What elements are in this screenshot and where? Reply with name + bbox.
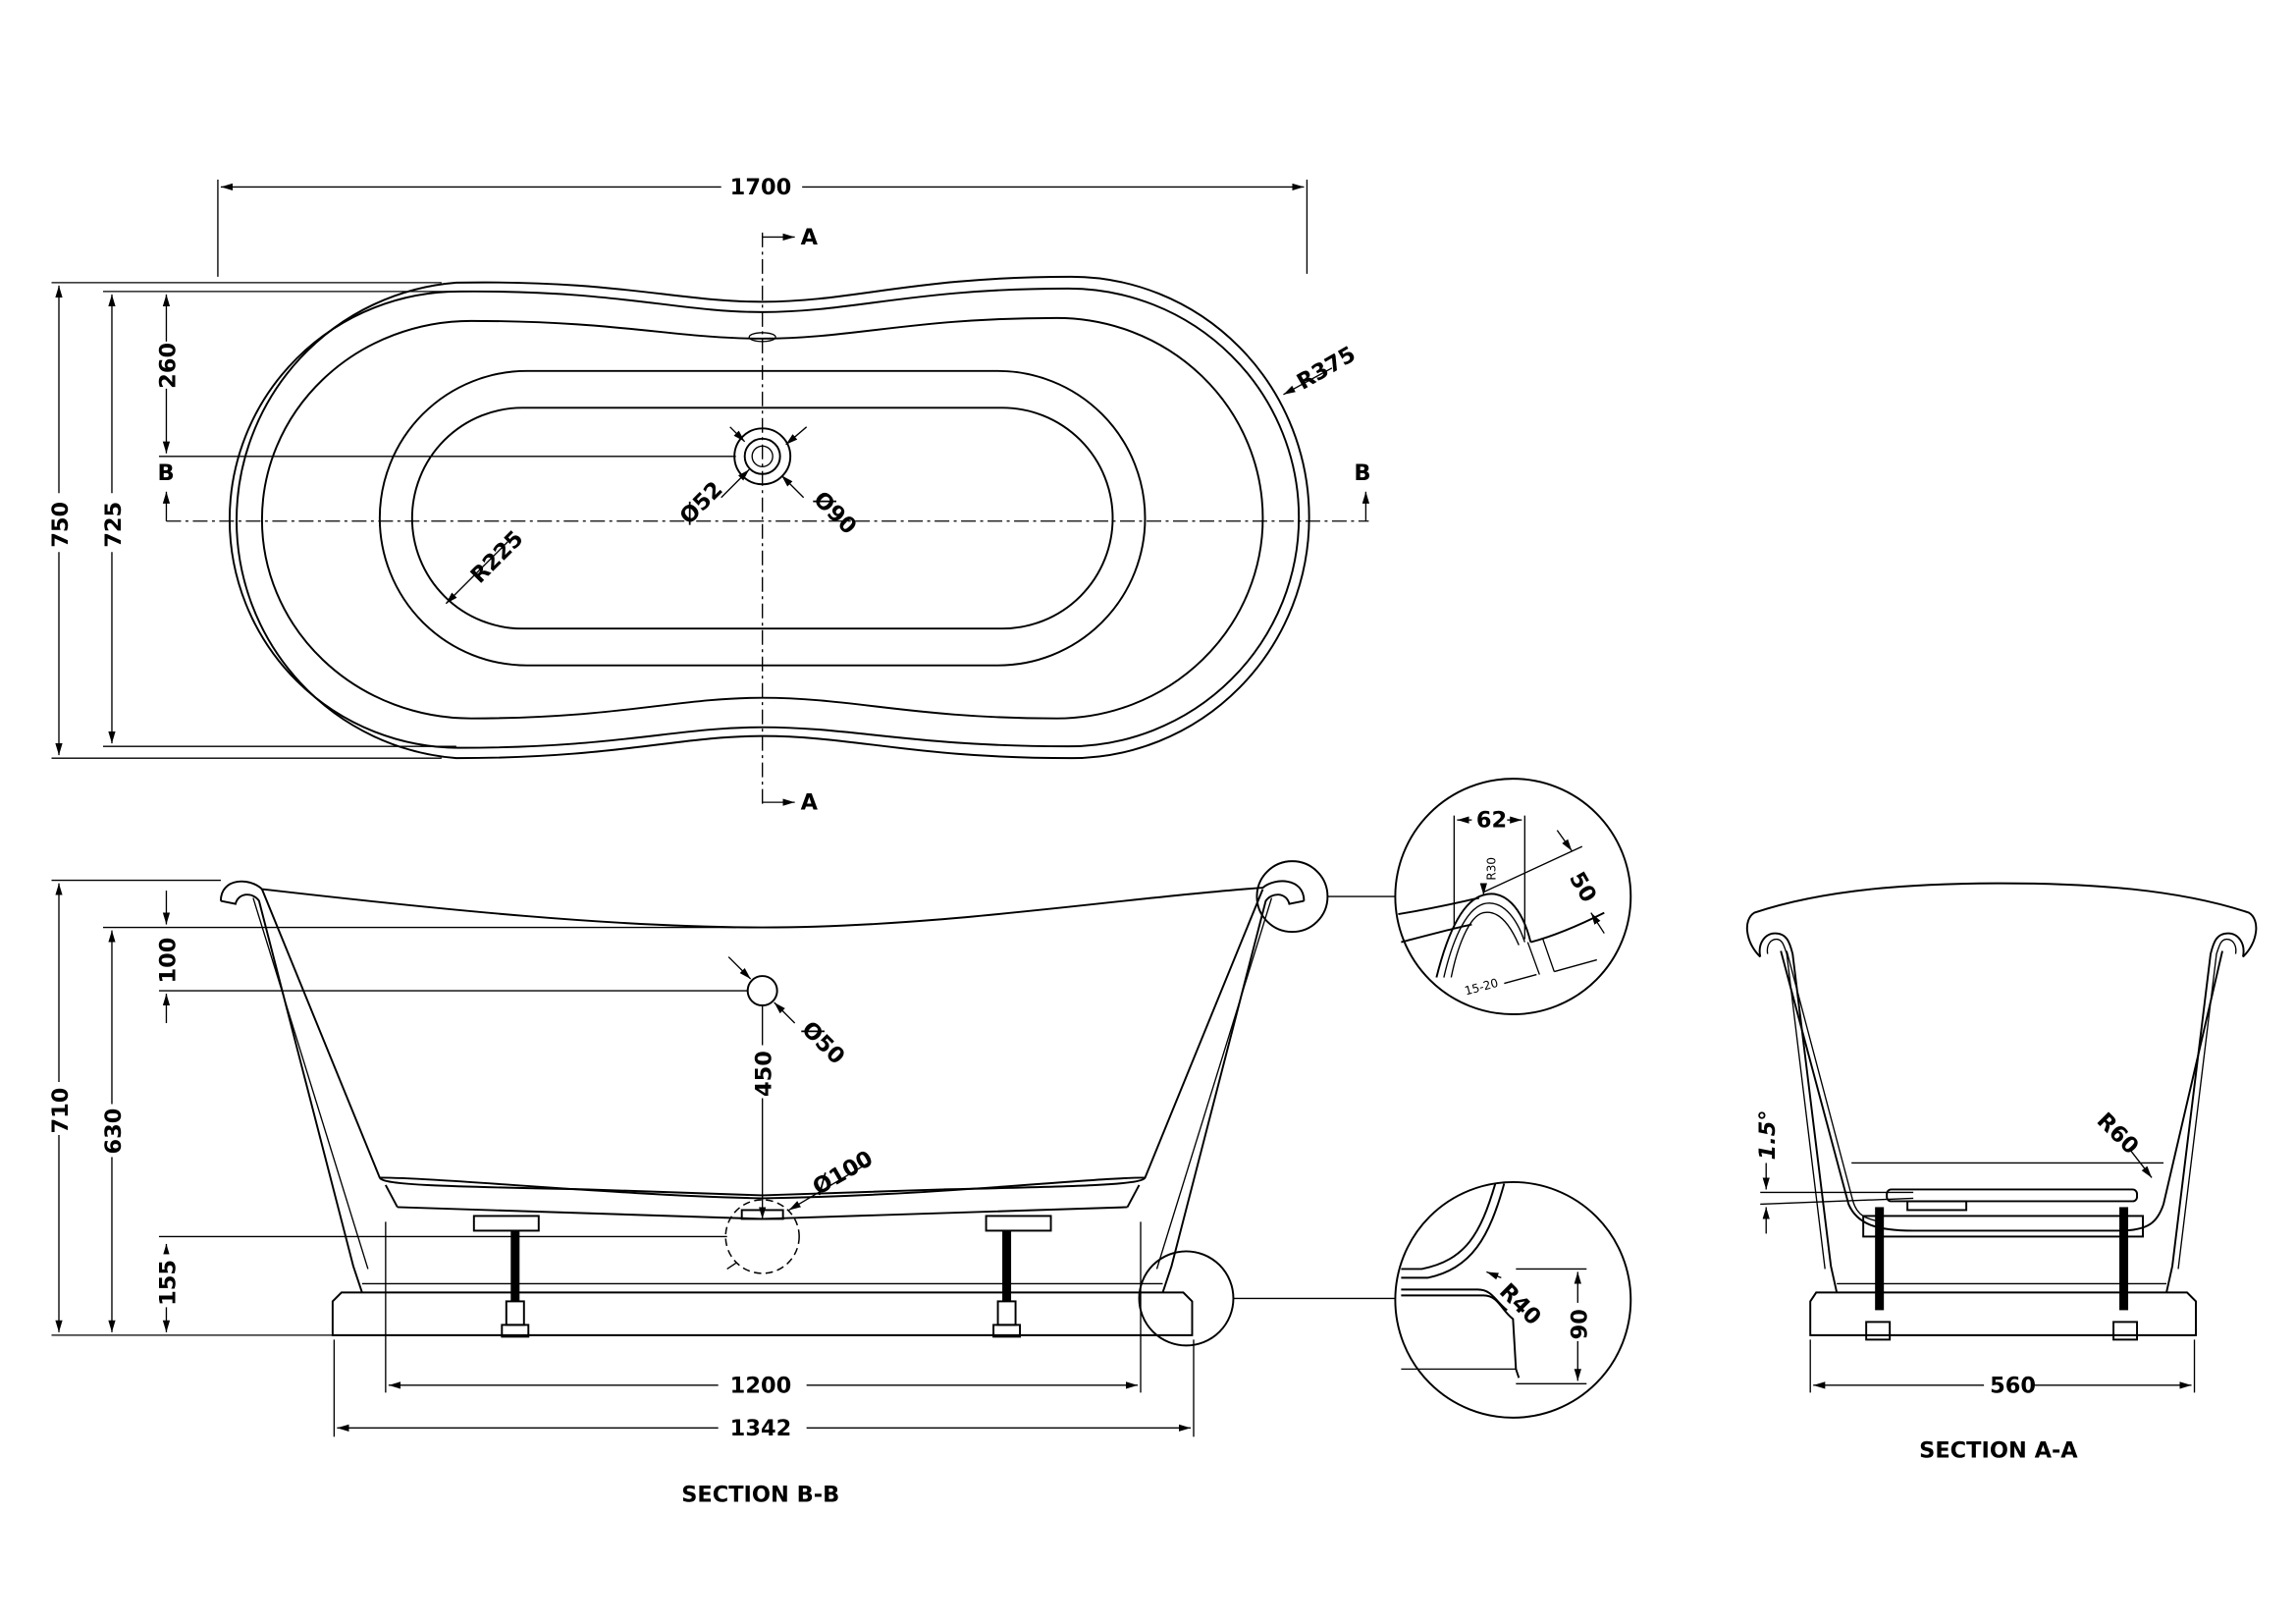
section-bb-title: SECTION B-B [681,1482,839,1507]
aa-frame [1862,1215,2145,1238]
plan-basin-inner [410,406,1114,630]
dim-waste-height: 155 [155,1260,181,1306]
dim-end-radius: R375 [1293,342,1361,396]
section-b-marker-left: B [157,460,174,486]
section-a-marker-top: A [801,225,819,250]
bb-shell-left-outer [220,893,363,1293]
aa-angle: 1.5° [1755,1109,1781,1160]
section-aa-title: SECTION A-A [1919,1437,2078,1463]
bb-waste [724,1199,800,1274]
aa-rim [1745,882,2258,958]
section-b-b: 710 630 100 450 Ø50 Ø100 155 1200 1342 S… [44,860,1396,1507]
dim-drain-offset: 260 [155,343,181,389]
detail-base: 90 R40 [1394,1180,1632,1419]
bb-leg-right [985,1215,1052,1338]
plan-deck [260,316,1264,720]
plan-rim-inner [228,287,1301,749]
bb-shell-right-outer [1161,893,1305,1293]
detail-rim-thickness: 15-20 [1464,976,1500,999]
plan-outer-rim [236,275,1310,760]
detail-base-radius: R40 [1494,1278,1546,1330]
dim-overflow-to-waste: 450 [752,1051,777,1097]
aa-plinth-width: 560 [1990,1373,2036,1398]
dim-plinth-length: 1342 [730,1416,792,1441]
aa-radius: R60 [2092,1108,2144,1160]
section-b-marker-right: B [1354,460,1370,486]
aa-basin [1780,950,2223,1232]
detail-rim-width: 62 [1476,808,1507,834]
bb-plinth [331,1291,1194,1336]
bb-rim-top [219,880,1306,929]
dim-overflow-dia: Ø50 [796,1016,849,1069]
detail-rim: 62 R30 50 15-20 [1394,778,1632,1016]
dim-waste-outer: Ø90 [808,487,861,540]
dim-height-overall: 710 [48,1088,74,1134]
dim-height-rim: 630 [101,1109,127,1155]
aa-plinth [1809,1291,2197,1336]
dim-length: 1700 [730,175,792,200]
dim-basin-radius: R225 [466,526,529,589]
bb-leg-left [472,1215,540,1338]
dim-overall-width: 750 [48,502,74,548]
dim-overflow-drop: 100 [155,938,181,984]
dim-leg-centres: 1200 [730,1373,792,1398]
dim-inner-width: 725 [101,502,127,548]
plan-view: A A B B 1700 750 725 260 R375 R225 [44,175,1371,816]
bb-overflow [746,975,778,1007]
section-a-a: 1.5° R60 560 SECTION A-A [1745,882,2258,1463]
detail-rim-depth: 50 [1564,868,1601,907]
section-a-marker-bottom: A [801,790,819,816]
detail-rim-radius: R30 [1484,857,1498,881]
detail-base-height: 90 [1567,1309,1592,1339]
